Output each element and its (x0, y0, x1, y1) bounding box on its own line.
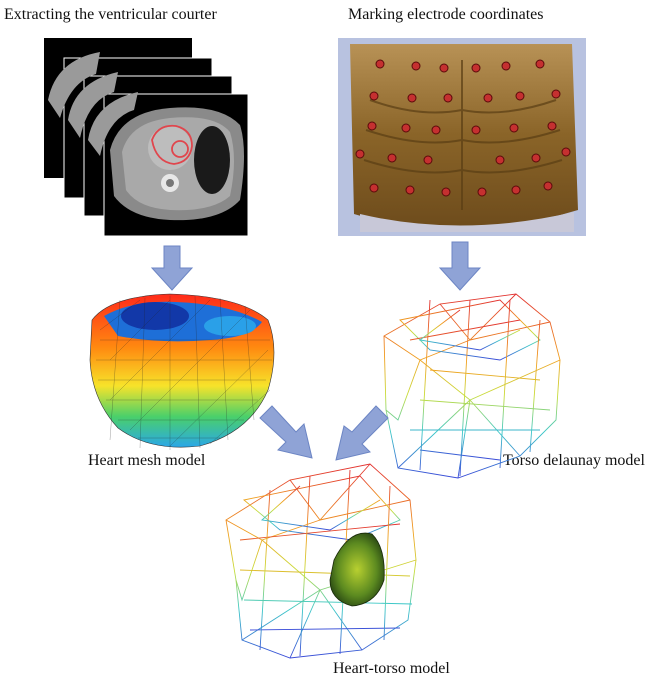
arrow-ct-to-heart (152, 246, 192, 290)
heart-mesh-model (90, 294, 274, 450)
torso-delaunay-model (384, 294, 560, 478)
arrow-electrode-to-torso (440, 242, 480, 290)
electrode-torso-image (338, 38, 586, 236)
arrow-heart-to-combined (260, 406, 312, 458)
embedded-heart (330, 533, 384, 606)
ct-slice-front (110, 107, 244, 220)
ct-slice-stack (44, 38, 248, 236)
heart-torso-model (226, 464, 416, 658)
arrow-torso-to-combined (336, 406, 388, 460)
